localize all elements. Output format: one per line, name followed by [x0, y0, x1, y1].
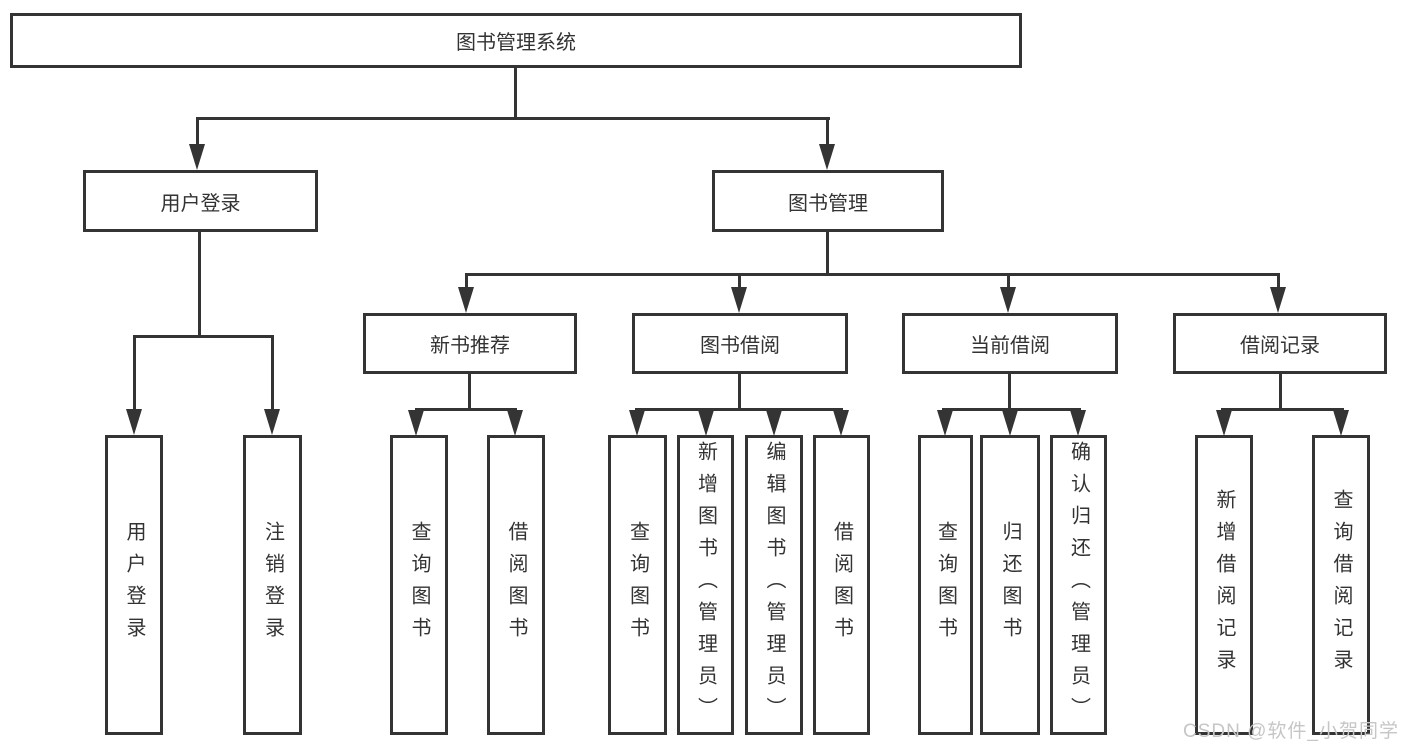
- arrow-down-icon: [126, 409, 142, 435]
- arrow-down-icon: [1270, 287, 1286, 313]
- leaf-nb-query-books-label: 查询图书: [408, 521, 430, 649]
- connector-book-mgmt-down: [826, 232, 829, 273]
- leaf-bb-query-books: 查询图书: [608, 435, 667, 735]
- arrow-down-icon: [507, 410, 523, 436]
- leaf-bb-add-books-admin-label: 新增图书（管理员）: [694, 441, 717, 729]
- connector-user-login-rail: [133, 335, 274, 338]
- arrow-down-icon: [937, 410, 953, 436]
- connector-book-mgmt-stem: [826, 117, 829, 145]
- arrow-down-icon: [1000, 287, 1016, 313]
- node-root-label: 图书管理系统: [456, 32, 576, 54]
- leaf-br-query-record-label: 查询借阅记录: [1330, 489, 1352, 681]
- leaf-nb-borrow-books: 借阅图书: [487, 435, 545, 735]
- leaf-bb-add-books-admin: 新增图书（管理员）: [677, 435, 734, 735]
- arrow-down-icon: [458, 287, 474, 313]
- node-borrow-records: 借阅记录: [1173, 313, 1387, 374]
- arrow-down-icon: [264, 409, 280, 435]
- leaf-user-login: 用户登录: [105, 435, 163, 735]
- node-new-books-label: 新书推荐: [430, 335, 510, 357]
- node-user-login: 用户登录: [83, 170, 318, 232]
- leaf-cb-confirm-return-admin-label: 确认归还（管理员）: [1067, 441, 1090, 729]
- arrow-down-icon: [698, 410, 714, 436]
- connector-user-login-down: [198, 232, 201, 335]
- node-borrow-records-label: 借阅记录: [1240, 335, 1320, 357]
- connector-user-login-stem: [196, 117, 199, 145]
- node-book-mgmt-label: 图书管理: [788, 192, 868, 215]
- node-user-login-label: 用户登录: [160, 192, 241, 215]
- arrow-down-icon: [833, 410, 849, 436]
- node-new-books: 新书推荐: [363, 313, 577, 374]
- leaf-cb-query-books-label: 查询图书: [934, 521, 957, 649]
- connector-leaf-stem: [133, 335, 136, 411]
- leaf-bb-edit-books-admin: 编辑图书（管理员）: [745, 435, 803, 735]
- leaf-br-add-record: 新增借阅记录: [1195, 435, 1253, 735]
- connector-new-books-stem: [465, 273, 468, 289]
- leaf-br-add-record-label: 新增借阅记录: [1213, 489, 1235, 681]
- csdn-watermark: CSDN @软件_小贺同学: [1183, 721, 1399, 742]
- arrow-down-icon: [766, 410, 782, 436]
- node-current-borrow: 当前借阅: [902, 313, 1118, 374]
- leaf-bb-borrow-books: 借阅图书: [813, 435, 870, 735]
- arrow-down-icon: [1002, 410, 1018, 436]
- leaf-logout-label: 注销登录: [261, 521, 284, 649]
- connector-borrowing-rail: [635, 408, 843, 411]
- connector-root-stem: [514, 68, 517, 117]
- leaf-cb-return-books: 归还图书: [980, 435, 1040, 735]
- leaf-nb-borrow-books-label: 借阅图书: [505, 521, 527, 649]
- arrow-down-icon: [408, 410, 424, 436]
- connector-records-stem: [1277, 273, 1280, 289]
- connector-current-rail: [942, 408, 1081, 411]
- connector-current-stem: [1007, 273, 1010, 289]
- leaf-bb-borrow-books-label: 借阅图书: [830, 521, 853, 649]
- connector-new-books-down: [468, 374, 471, 408]
- node-root: 图书管理系统: [10, 13, 1022, 68]
- leaf-user-login-label: 用户登录: [123, 521, 145, 649]
- leaf-bb-query-books-label: 查询图书: [626, 521, 649, 649]
- leaf-logout: 注销登录: [243, 435, 302, 735]
- arrow-down-icon: [1333, 410, 1349, 436]
- connector-borrowing-stem: [738, 273, 741, 289]
- leaf-cb-return-books-label: 归还图书: [999, 521, 1021, 649]
- connector-level3-rail: [465, 273, 1280, 276]
- arrow-down-icon: [189, 144, 205, 170]
- arrow-down-icon: [629, 410, 645, 436]
- arrow-down-icon: [731, 287, 747, 313]
- node-borrowing-label: 图书借阅: [700, 335, 780, 357]
- connector-new-books-rail: [415, 408, 517, 411]
- leaf-cb-query-books: 查询图书: [918, 435, 973, 735]
- node-borrowing: 图书借阅: [632, 313, 848, 374]
- node-book-mgmt: 图书管理: [712, 170, 944, 232]
- leaf-cb-confirm-return-admin: 确认归还（管理员）: [1050, 435, 1107, 735]
- arrow-down-icon: [1070, 410, 1086, 436]
- connector-leaf-stem: [271, 335, 274, 411]
- node-current-borrow-label: 当前借阅: [970, 335, 1050, 357]
- leaf-bb-edit-books-admin-label: 编辑图书（管理员）: [763, 441, 785, 729]
- connector-current-down: [1008, 374, 1011, 408]
- leaf-br-query-record: 查询借阅记录: [1312, 435, 1370, 735]
- arrow-down-icon: [819, 144, 835, 170]
- connector-records-rail: [1221, 408, 1344, 411]
- connector-records-down: [1279, 374, 1282, 408]
- arrow-down-icon: [1216, 410, 1232, 436]
- connector-level1-rail: [196, 117, 830, 120]
- connector-borrowing-down: [738, 374, 741, 408]
- leaf-nb-query-books: 查询图书: [390, 435, 448, 735]
